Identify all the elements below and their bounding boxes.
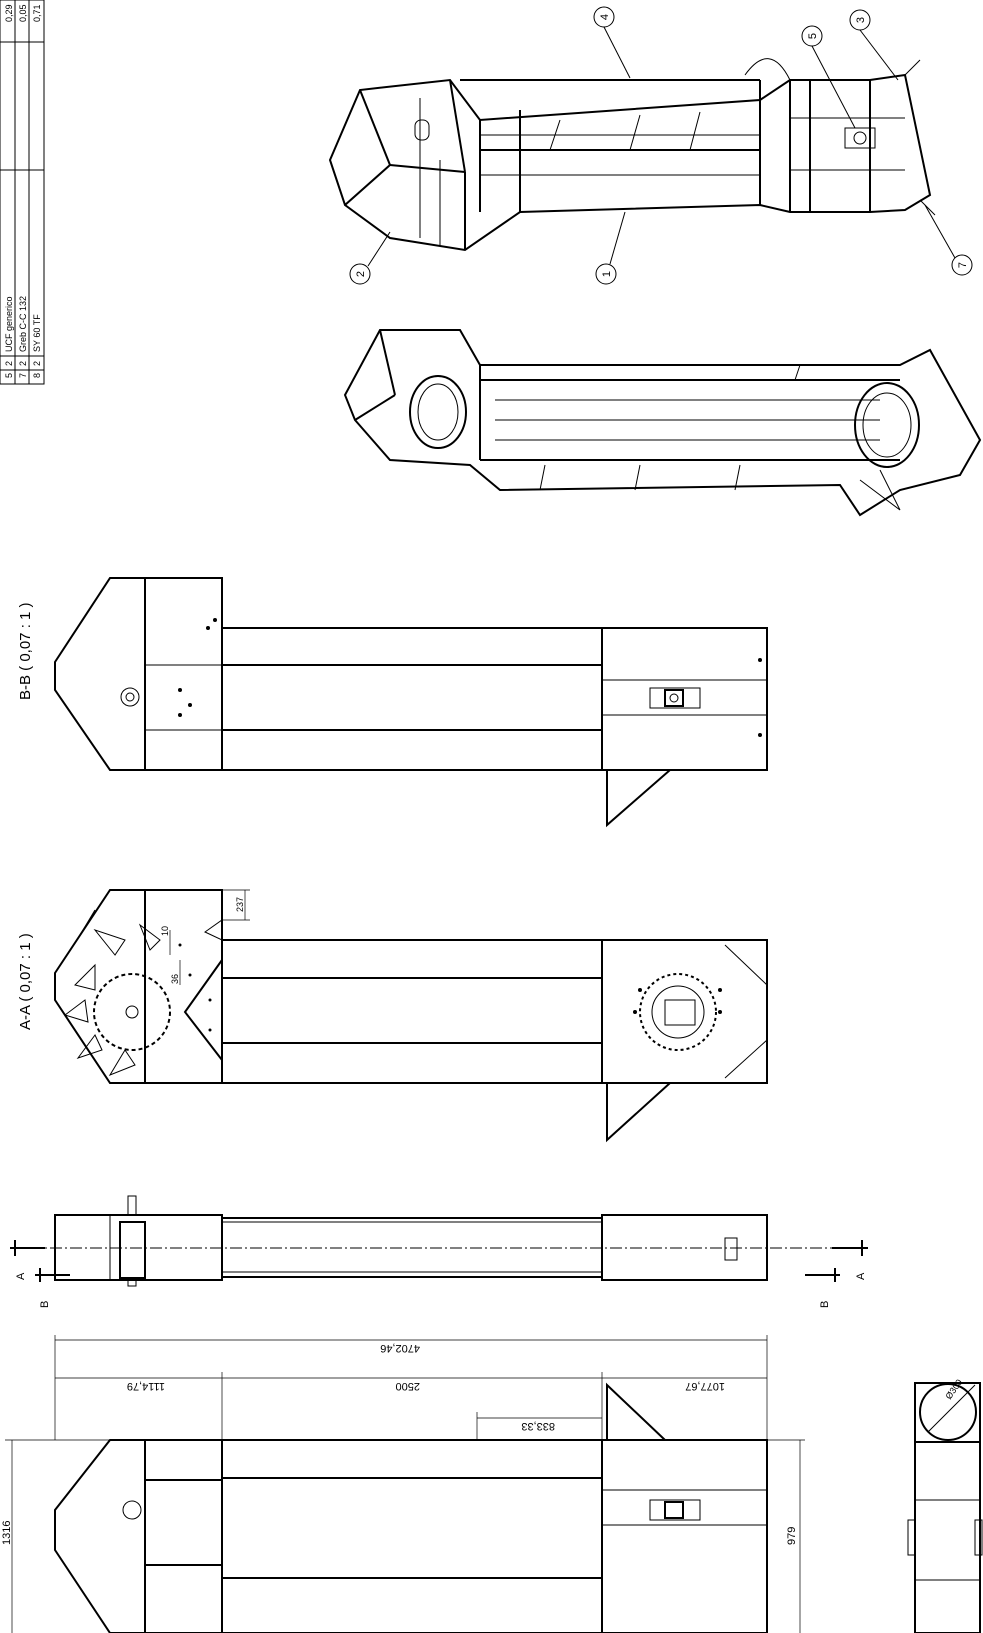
svg-text:2: 2 bbox=[355, 271, 367, 277]
table-item-8: 8 bbox=[32, 373, 42, 378]
table-mass-7: 0,05 bbox=[18, 4, 28, 22]
dim-total-length: 4702,46 bbox=[380, 1342, 420, 1354]
section-b-b: B-B ( 0,07 : 1 ) bbox=[17, 577, 768, 828]
dim-height: 1316 bbox=[1, 1521, 13, 1545]
balloon-7: 7 bbox=[924, 204, 973, 276]
isometric-view-assembled bbox=[328, 58, 936, 252]
side-view: A B A B bbox=[10, 1195, 868, 1308]
end-view: Ø300 bbox=[907, 1377, 983, 1633]
balloon-4: 4 bbox=[593, 6, 631, 79]
svg-text:4: 4 bbox=[599, 14, 611, 20]
table-qty-8: 2 bbox=[32, 361, 42, 366]
front-view-dimensioned: 4702,46 1114,79 2500 1077,67 833,33 1316… bbox=[1, 1335, 805, 1633]
cut-label-b-left: B bbox=[39, 1301, 51, 1308]
dim-width: 979 bbox=[786, 1527, 798, 1545]
dim-diameter: Ø300 bbox=[943, 1377, 964, 1401]
balloon-3: 3 bbox=[849, 9, 899, 81]
table-item-5: 5 bbox=[4, 373, 14, 378]
dim-237: 237 bbox=[235, 897, 245, 912]
table-item-7: 7 bbox=[18, 373, 28, 378]
table-mass-5: 0,29 bbox=[4, 4, 14, 22]
svg-text:5: 5 bbox=[807, 33, 819, 39]
dim-10: 10 bbox=[160, 926, 170, 936]
dim-middle-section: 2500 bbox=[396, 1380, 420, 1392]
isometric-view-cutaway bbox=[343, 329, 982, 517]
svg-text:7: 7 bbox=[957, 262, 969, 268]
parts-table: 5 7 8 2 2 2 UCF generico Greb C-C 132 SY… bbox=[0, 0, 45, 385]
section-b-b-title: B-B ( 0,07 : 1 ) bbox=[17, 602, 34, 700]
cut-label-b-right: B bbox=[819, 1301, 831, 1308]
dim-left-section: 1114,79 bbox=[127, 1380, 165, 1392]
svg-text:1: 1 bbox=[601, 271, 613, 277]
table-qty-7: 2 bbox=[18, 361, 28, 366]
balloon-1: 1 bbox=[595, 211, 626, 285]
section-a-a: A-A ( 0,07 : 1 ) 237 10 36 bbox=[17, 889, 768, 1143]
table-desc-5: UCF generico bbox=[4, 296, 14, 352]
dim-right-section: 1077,67 bbox=[685, 1380, 725, 1392]
cut-label-a-left: A bbox=[15, 1272, 27, 1280]
dim-third-section: 833,33 bbox=[521, 1420, 555, 1432]
dim-36: 36 bbox=[170, 974, 180, 984]
balloon-2: 2 bbox=[349, 231, 391, 285]
section-a-a-title: A-A ( 0,07 : 1 ) bbox=[17, 933, 34, 1030]
table-desc-7: Greb C-C 132 bbox=[18, 296, 28, 352]
table-mass-8: 0,71 bbox=[32, 4, 42, 22]
cut-label-a-right: A bbox=[855, 1272, 867, 1280]
table-desc-8: SY 60 TF bbox=[32, 314, 42, 352]
svg-text:3: 3 bbox=[855, 17, 867, 23]
balloon-5: 5 bbox=[801, 25, 856, 129]
table-qty-5: 2 bbox=[4, 361, 14, 366]
